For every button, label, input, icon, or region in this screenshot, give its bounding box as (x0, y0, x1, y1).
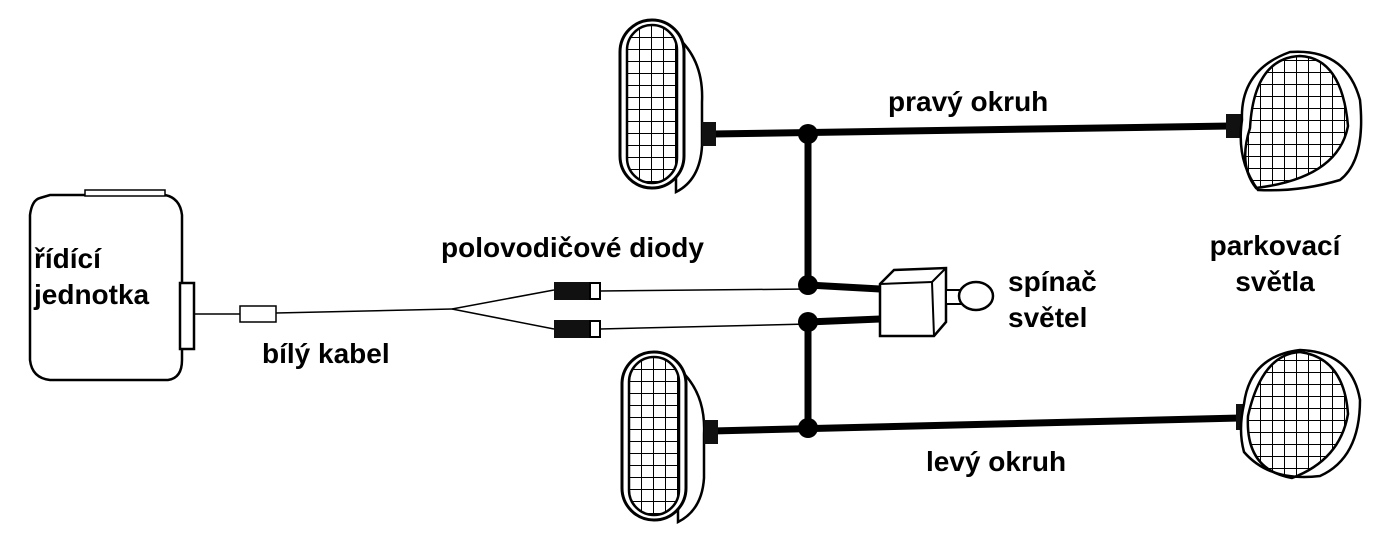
light-switch-label-line1: spínač (1008, 266, 1097, 297)
headlight-upper (618, 18, 716, 195)
white-cable-label: bílý kabel (262, 338, 390, 369)
headlight-lower (620, 350, 718, 525)
left-circuit-label: levý okruh (926, 446, 1067, 477)
control-unit-label-line2: jednotka (34, 279, 150, 310)
diodes-label: polovodičové diody (441, 232, 704, 263)
light-switch-label-line2: světel (1008, 302, 1088, 333)
parking-lights-label-line1: parkovací (1209, 230, 1341, 261)
diode-lower (554, 320, 601, 338)
thick-wiring (711, 122, 1241, 435)
junction-dots (798, 124, 818, 438)
diode-upper (554, 282, 601, 300)
control-unit (28, 189, 196, 382)
control-unit-label-line1: řídící (34, 243, 101, 274)
parking-light-upper (1226, 50, 1363, 192)
white-cable (194, 289, 555, 330)
right-circuit-label: pravý okruh (888, 86, 1049, 117)
parking-light-lower (1236, 348, 1362, 480)
parking-lights-label-line2: světla (1235, 266, 1315, 297)
light-switch (878, 266, 995, 338)
